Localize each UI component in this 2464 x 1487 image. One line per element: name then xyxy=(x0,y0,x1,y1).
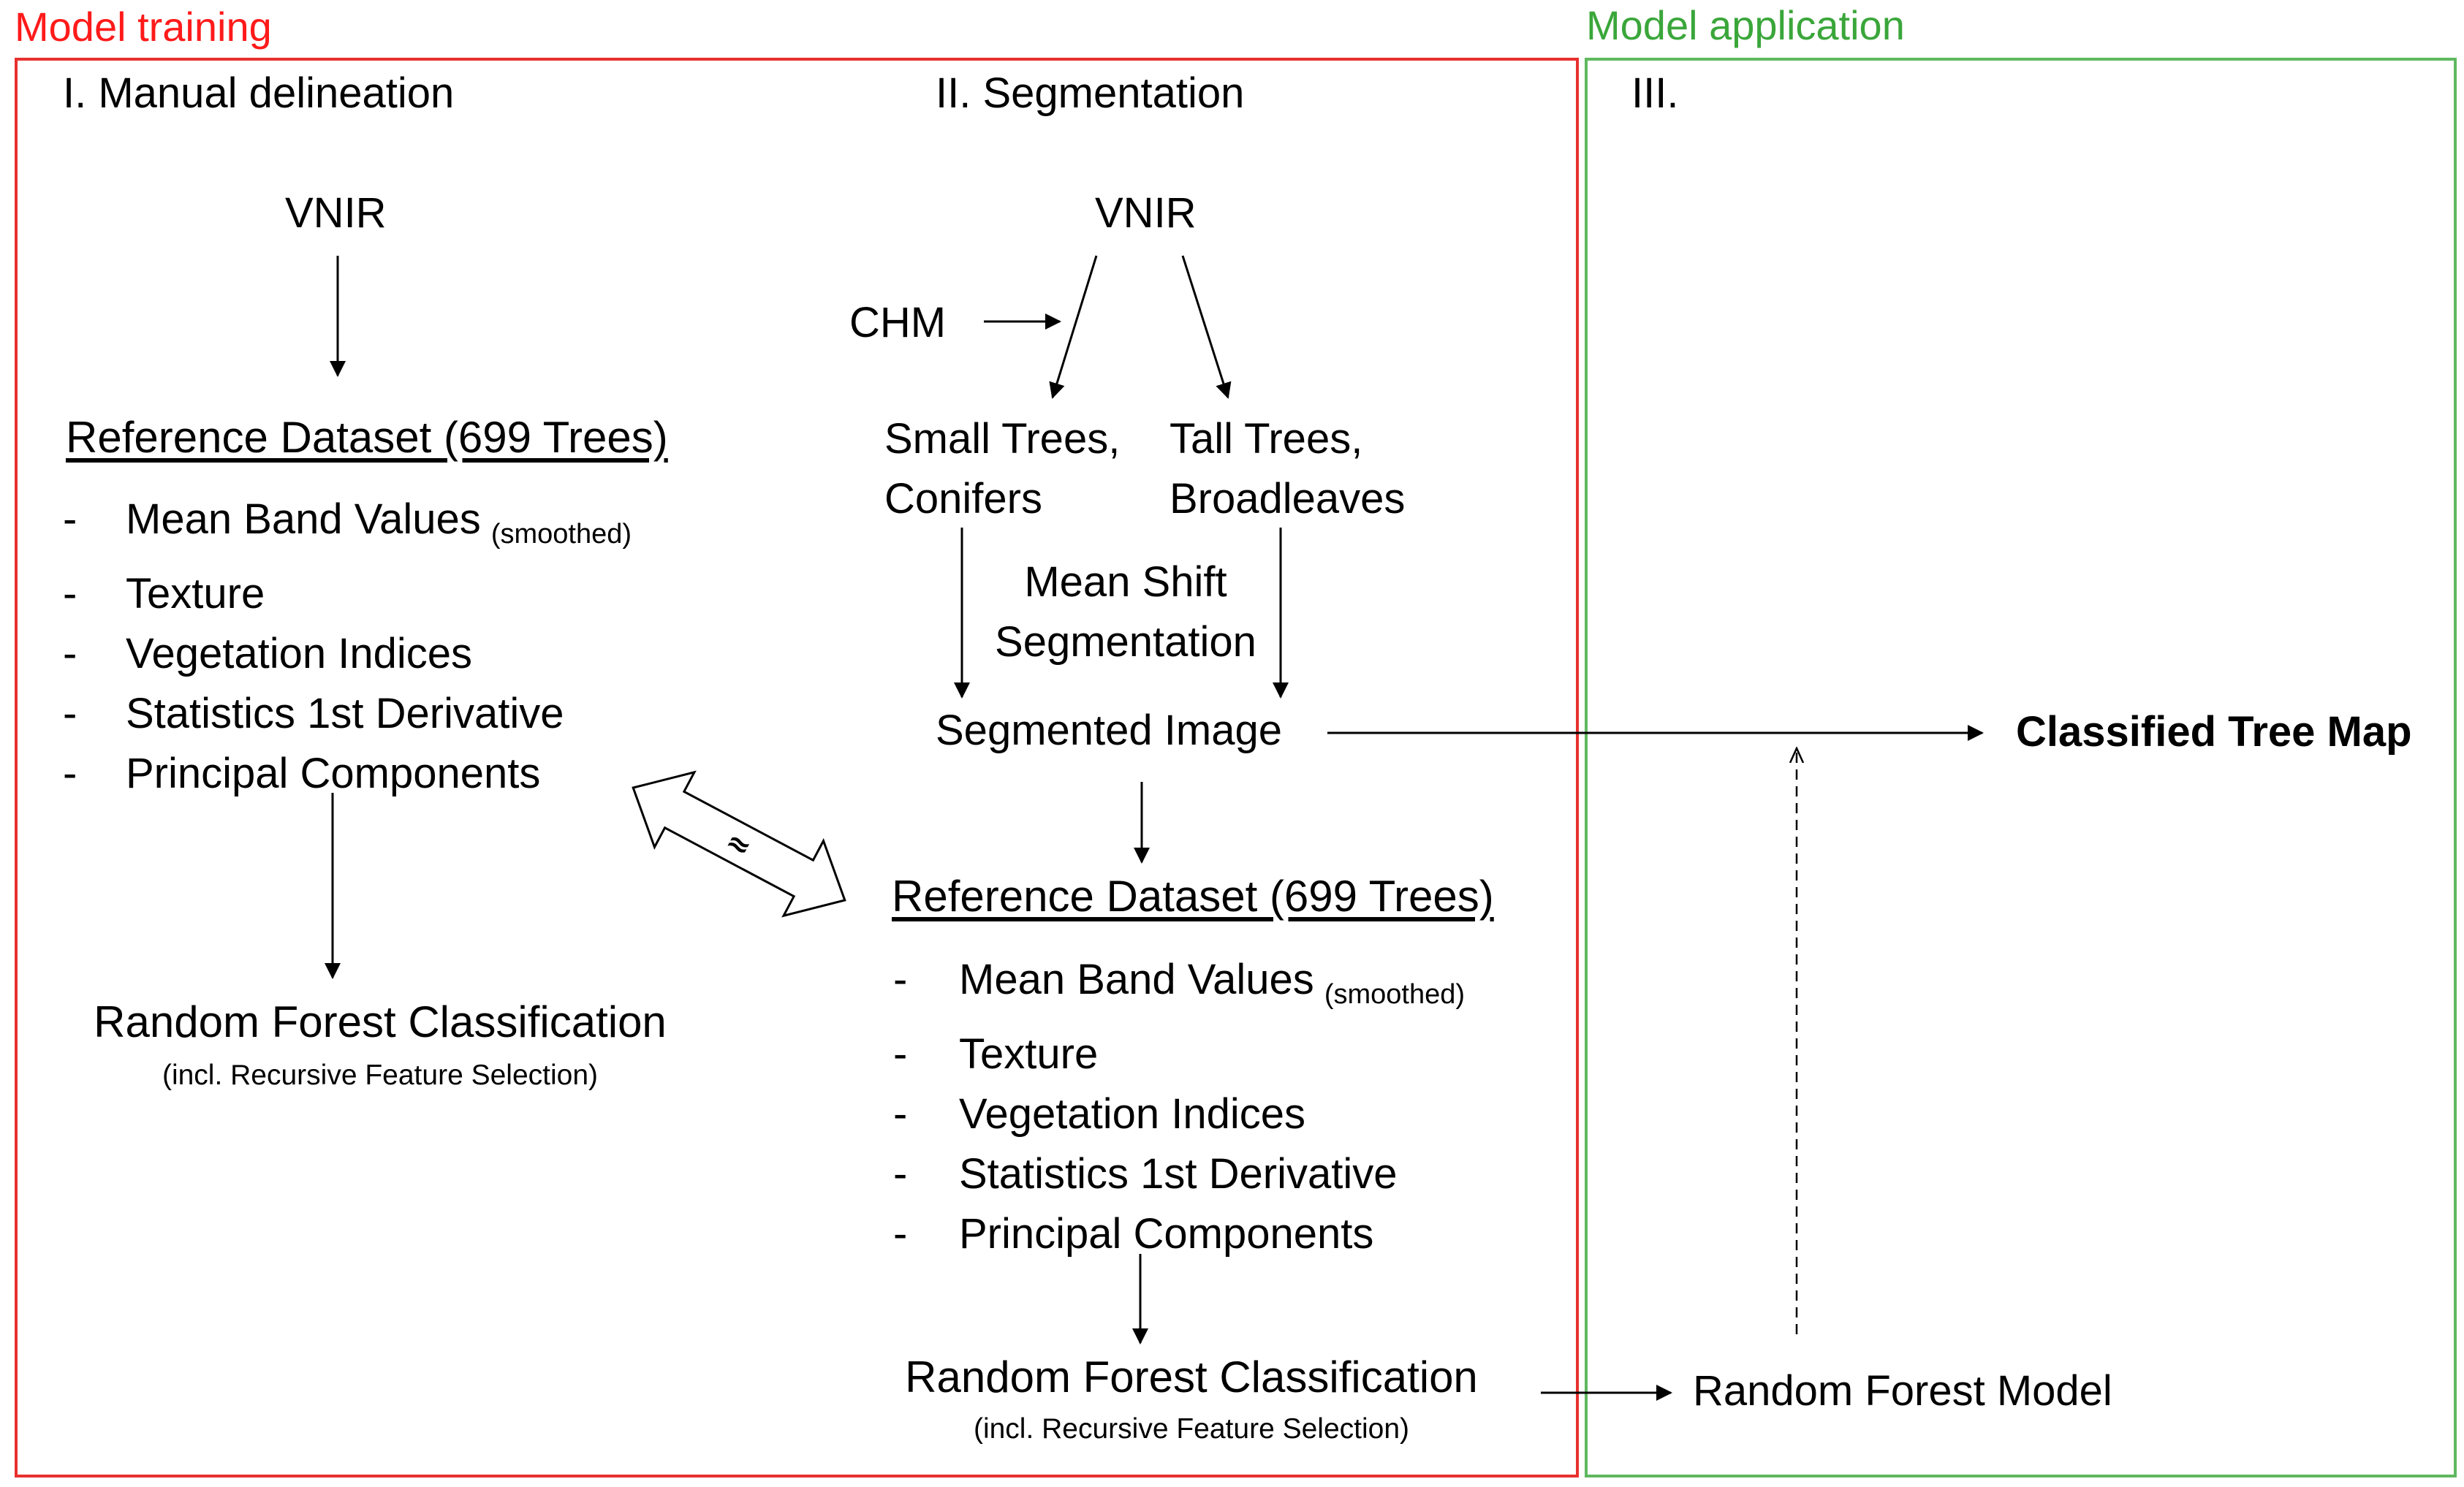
mean-shift-line1: Mean Shift xyxy=(1024,558,1227,606)
left-feature-item: - Texture xyxy=(63,564,632,624)
approx-double-arrow: ≈ xyxy=(632,770,846,918)
left-feature-item: - Vegetation Indices xyxy=(63,624,632,684)
dash: - xyxy=(63,495,77,543)
tall-trees-line1: Tall Trees, xyxy=(1170,415,1363,463)
random-forest-model-label: Random Forest Model xyxy=(1693,1367,2112,1415)
model-application-label: Model application xyxy=(1586,2,1905,48)
arrow-vnir-to-tall-trees xyxy=(1181,255,1232,399)
model-training-frame xyxy=(15,58,1579,1478)
left-reference-dataset: Reference Dataset (699 Trees) xyxy=(66,413,668,462)
middle-feature-item: - Principal Components xyxy=(893,1204,1465,1264)
feature-label: Texture xyxy=(126,570,265,617)
middle-rf-subtitle: (incl. Recursive Feature Selection) xyxy=(973,1413,1410,1445)
middle-rf-title: Random Forest Classification xyxy=(905,1353,1478,1402)
feature-label: Texture xyxy=(959,1030,1099,1078)
feature-label: Principal Components xyxy=(126,750,541,797)
mean-shift-label: Mean Shift Segmentation xyxy=(950,552,1301,672)
dash: - xyxy=(893,1030,908,1078)
dash: - xyxy=(63,750,77,797)
dash: - xyxy=(893,1150,908,1198)
dash: - xyxy=(63,630,77,677)
dash: - xyxy=(893,1210,908,1258)
feature-label: Statistics 1st Derivative xyxy=(126,690,564,737)
feature-label: Vegetation Indices xyxy=(959,1090,1306,1138)
smoothed-note: (smoothed) xyxy=(1324,979,1466,1010)
step2-title: II. Segmentation xyxy=(936,69,1245,117)
middle-feature-item: - Mean Band Values (smoothed) xyxy=(893,950,1465,1024)
middle-feature-item: - Statistics 1st Derivative xyxy=(893,1144,1465,1204)
middle-reference-dataset: Reference Dataset (699 Trees) xyxy=(892,872,1494,921)
left-rf-title: Random Forest Classification xyxy=(94,997,667,1046)
middle-vnir: VNIR xyxy=(1095,189,1197,237)
mean-shift-line2: Segmentation xyxy=(995,618,1256,666)
model-application-frame xyxy=(1585,58,2457,1478)
dash: - xyxy=(63,690,77,737)
tall-trees-line2: Broadleaves xyxy=(1170,475,1406,522)
left-feature-item: - Mean Band Values (smoothed) xyxy=(63,490,632,564)
left-feature-list: - Mean Band Values (smoothed) - Texture - Ve… xyxy=(63,490,632,804)
left-vnir: VNIR xyxy=(285,189,387,237)
left-rf-subtitle: (incl. Recursive Feature Selection) xyxy=(162,1060,599,1091)
middle-feature-item: - Vegetation Indices xyxy=(893,1084,1465,1144)
middle-feature-list: - Mean Band Values (smoothed) - Texture - Ve… xyxy=(893,950,1465,1264)
small-trees-line2: Conifers xyxy=(884,475,1042,522)
arrow-vnir-to-small-trees xyxy=(1049,255,1098,399)
feature-label: Vegetation Indices xyxy=(126,630,473,677)
model-training-label: Model training xyxy=(15,4,272,50)
feature-label: Mean Band Values xyxy=(126,495,481,543)
tall-trees-label: Tall Trees, Broadleaves xyxy=(1170,409,1405,529)
smoothed-note: (smoothed) xyxy=(490,519,632,549)
dash: - xyxy=(893,956,908,1003)
classified-tree-map-label: Classified Tree Map xyxy=(2016,708,2412,756)
chm-label: CHM xyxy=(849,299,947,346)
left-feature-item: - Principal Components xyxy=(63,744,632,804)
feature-label: Principal Components xyxy=(959,1210,1374,1258)
small-trees-line1: Small Trees, xyxy=(884,415,1121,463)
step3-title: III. xyxy=(1631,69,1679,117)
segmented-image-label: Segmented Image xyxy=(936,707,1282,754)
dash: - xyxy=(893,1090,908,1138)
small-trees-label: Small Trees, Conifers xyxy=(884,409,1120,529)
feature-label: Statistics 1st Derivative xyxy=(959,1150,1398,1198)
feature-label: Mean Band Values xyxy=(959,956,1314,1003)
left-feature-item: - Statistics 1st Derivative xyxy=(63,684,632,744)
step1-title: I. Manual delineation xyxy=(63,69,455,117)
middle-feature-item: - Texture xyxy=(893,1024,1465,1084)
dash: - xyxy=(63,570,77,617)
